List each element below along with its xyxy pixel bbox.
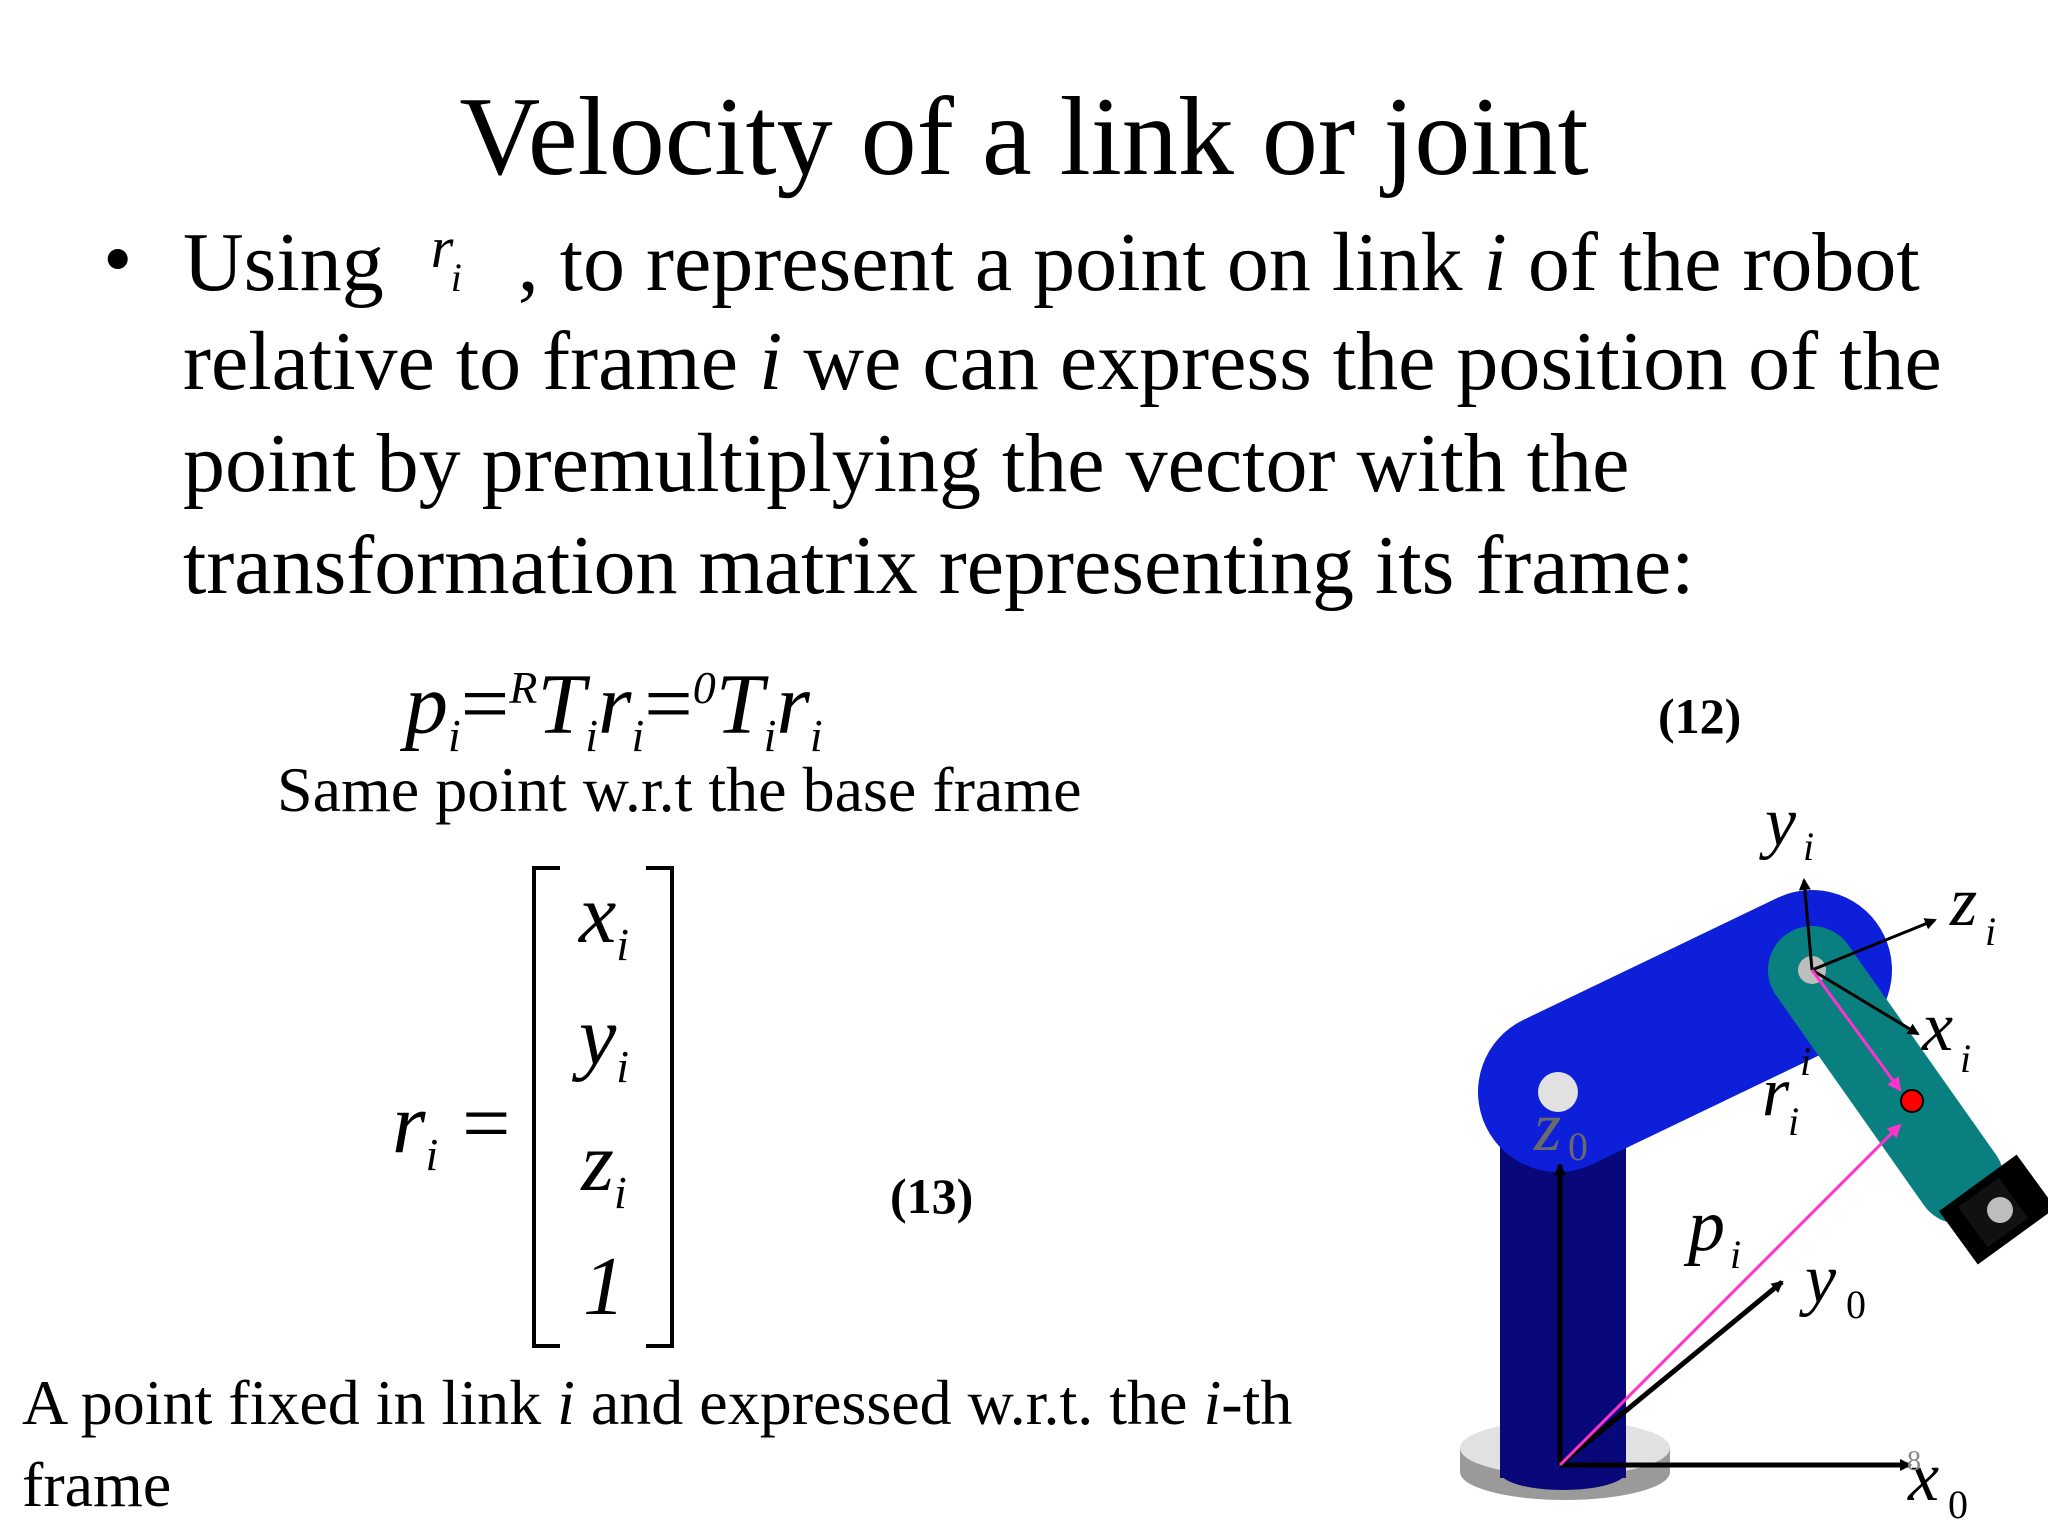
- eq12-r-2-sub: i: [809, 709, 823, 761]
- bullet-line-2-pre: relative to frame: [183, 315, 760, 408]
- label-zi: z: [1949, 864, 1977, 941]
- caption-i-1: i: [557, 1367, 575, 1438]
- axis-xi: [1811, 968, 1920, 1036]
- matrix-cell-z: zi: [534, 1118, 674, 1238]
- axis-zi: [1811, 918, 1937, 972]
- matrix-z: z: [581, 1116, 614, 1209]
- label-z0: z: [1533, 1089, 1561, 1166]
- matrix-cell-x: xi: [534, 870, 674, 990]
- bullet-line-1-post-b: of the robot: [1506, 216, 1920, 309]
- robot-arm-diagram: y i z i x i r i i p i z 0 y 0 x 0 8: [1460, 784, 2048, 1527]
- eq12-r-1: r: [598, 655, 632, 752]
- eq12-t-1-sub: i: [585, 709, 599, 761]
- equation-12: pi=RTiri=0Tiri: [405, 640, 823, 784]
- bullet-line-1-i: i: [1483, 216, 1507, 309]
- label-ri: r: [1762, 1054, 1790, 1131]
- label-zi-sub: i: [1985, 909, 1996, 954]
- eq13-lhs: ri: [392, 1075, 438, 1203]
- inline-r-sub: i: [450, 255, 462, 300]
- eq13-equals: =: [462, 1075, 511, 1171]
- bullet-line-2: relative to frame i we can express the p…: [183, 312, 1942, 412]
- bullet-marker: •: [103, 213, 133, 306]
- equation-12-number: (12): [1658, 688, 1742, 744]
- label-y0-sub: 0: [1846, 1282, 1866, 1327]
- eq12-sup-0: 0: [692, 662, 716, 713]
- label-xi: x: [1921, 989, 1953, 1066]
- page-number: 8: [1907, 1446, 1921, 1477]
- vector-pi: [1558, 1123, 1902, 1467]
- bullet-line-2-post: we can express the position of the: [782, 315, 1942, 408]
- matrix-brackets: [532, 866, 674, 1348]
- matrix-cell-y: yi: [534, 992, 674, 1112]
- eq12-equals-2: =: [644, 655, 693, 752]
- matrix-y: y: [578, 990, 617, 1083]
- label-ri-sub: i: [1788, 1099, 1799, 1144]
- right-bracket: [646, 866, 674, 1348]
- slide-title: Velocity of a link or joint: [459, 75, 1589, 199]
- eq12-t-1: T: [537, 655, 586, 752]
- caption-mid: and expressed w.r.t. the: [574, 1367, 1204, 1438]
- bullet-line-2-i: i: [759, 315, 783, 408]
- matrix-cell-one: 1: [583, 1240, 625, 1333]
- label-z0-sub: 0: [1568, 1124, 1588, 1169]
- point-on-link: [1900, 1089, 1924, 1113]
- axis-yi: [1798, 878, 1814, 971]
- eq12-sup-r: R: [509, 662, 538, 713]
- eq12-t-2: T: [715, 655, 764, 752]
- joint-shoulder: [1538, 1072, 1578, 1112]
- label-x0: x: [1907, 1439, 1939, 1516]
- label-yi: y: [1759, 784, 1797, 861]
- caption-pre: A point fixed in link: [22, 1367, 558, 1438]
- axis-y0: [1558, 1280, 1784, 1467]
- eq12-p: p: [405, 655, 448, 752]
- label-yi-sub: i: [1803, 824, 1814, 869]
- label-pi: p: [1683, 1185, 1725, 1267]
- caption-post: -th: [1221, 1367, 1293, 1438]
- vector-ri: [1810, 969, 1902, 1092]
- eq12-r-2: r: [776, 655, 810, 752]
- eq12-r-1-sub: i: [631, 709, 645, 761]
- matrix-z-sub: i: [613, 1166, 627, 1218]
- label-y0: y: [1799, 1241, 1837, 1318]
- caption-link-frame-line-2: frame: [22, 1449, 172, 1520]
- matrix-x-sub: i: [616, 918, 630, 970]
- robot-upper-arm: [1478, 890, 1892, 1172]
- eq12-p-sub: i: [448, 709, 461, 761]
- label-x0-sub: 0: [1948, 1482, 1968, 1527]
- label-xi-sub: i: [1960, 1036, 1971, 1081]
- bullet-line-4: transformation matrix representing its f…: [183, 519, 1695, 612]
- eq13-lhs-r: r: [392, 1075, 426, 1171]
- matrix-x: x: [578, 868, 617, 961]
- robot-gripper: [1938, 1154, 2048, 1265]
- eq12-equals-1: =: [460, 655, 510, 752]
- inline-r: r: [430, 215, 454, 280]
- bullet-line-3: point by premultiplying the vector with …: [183, 417, 1630, 510]
- bullet-line-1-pre: Using: [183, 216, 405, 309]
- eq12-t-2-sub: i: [763, 709, 777, 761]
- bullet-line-1-post-a: , to represent a point on link: [496, 216, 1484, 309]
- caption-i-2: i: [1203, 1367, 1222, 1438]
- matrix-y-sub: i: [616, 1040, 630, 1092]
- equation-13-number: (13): [890, 1168, 974, 1224]
- caption-base-frame: Same point w.r.t the base frame: [277, 754, 1082, 825]
- label-pi-sub: i: [1730, 1232, 1741, 1277]
- label-ri-sup: i: [1800, 1039, 1811, 1084]
- caption-link-frame-line-1: A point fixed in link i and expressed w.…: [22, 1364, 1292, 1442]
- eq13-lhs-sub: i: [425, 1129, 439, 1181]
- left-bracket: [532, 866, 560, 1348]
